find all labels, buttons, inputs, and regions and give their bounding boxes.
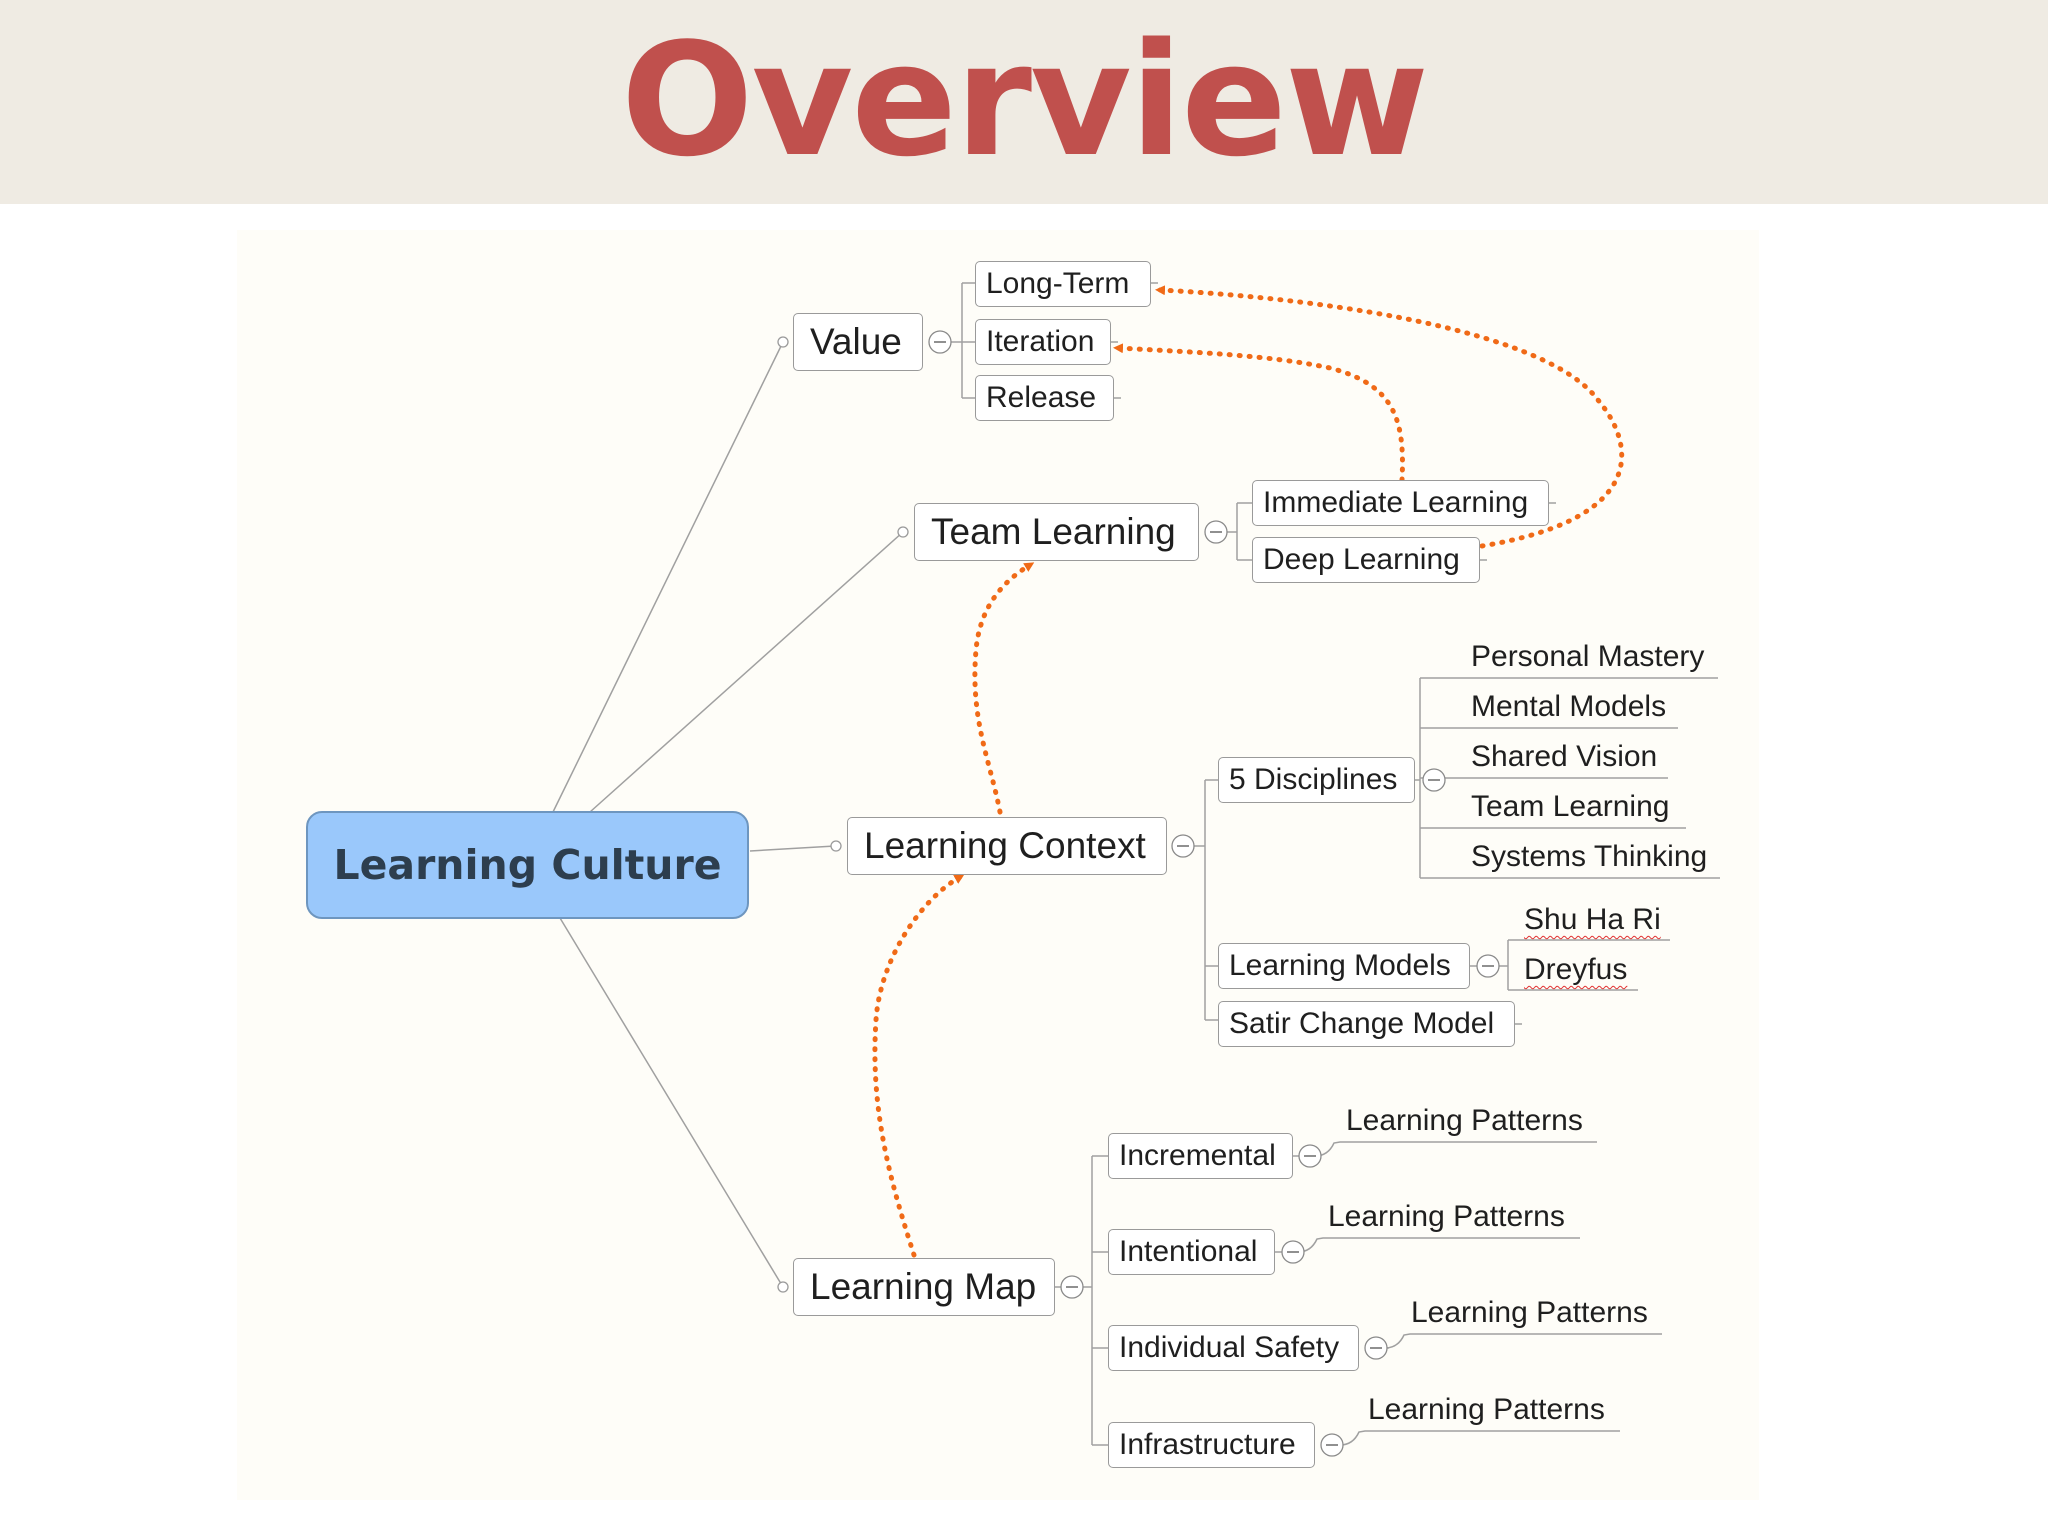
node-individual-safety[interactable]: Individual Safety: [1108, 1325, 1359, 1371]
connector-root-value: [552, 341, 784, 813]
arrow-deep-to-longterm: [1155, 285, 1625, 549]
leaf-shu-ha-ri[interactable]: Shu Ha Ri: [1524, 903, 1661, 936]
leaf-learning-patterns-intentional[interactable]: Learning Patterns: [1328, 1200, 1565, 1233]
node-5-disciplines[interactable]: 5 Disciplines: [1218, 757, 1415, 803]
leaf-learning-patterns-infrastructure[interactable]: Learning Patterns: [1368, 1393, 1605, 1426]
node-deep-learning[interactable]: Deep Learning: [1252, 537, 1480, 583]
node-value[interactable]: Value: [793, 313, 923, 371]
node-release[interactable]: Release: [975, 375, 1114, 421]
leaf-personal-mastery[interactable]: Personal Mastery: [1471, 640, 1705, 673]
node-value-label: Value: [810, 321, 902, 362]
node-team-learning[interactable]: Team Learning: [914, 503, 1199, 561]
root-node-label: Learning Culture: [333, 841, 722, 889]
node-learning-context[interactable]: Learning Context: [847, 817, 1167, 875]
node-learning-models[interactable]: Learning Models: [1218, 943, 1470, 989]
leaf-dreyfus[interactable]: Dreyfus: [1524, 953, 1628, 986]
page-title: Overview: [620, 9, 1429, 191]
connector-models-children: [1507, 939, 1670, 991]
leaf-learning-patterns-incremental[interactable]: Learning Patterns: [1346, 1104, 1583, 1137]
node-immediate-learning[interactable]: Immediate Learning: [1252, 480, 1549, 526]
connector-root-team: [589, 531, 904, 813]
leaf-shared-vision[interactable]: Shared Vision: [1471, 740, 1658, 773]
node-incremental[interactable]: Incremental: [1108, 1133, 1293, 1179]
root-node[interactable]: Learning Culture: [306, 811, 749, 919]
connector-value-children: [961, 282, 975, 399]
leaf-learning-patterns-safety[interactable]: Learning Patterns: [1411, 1296, 1648, 1329]
node-iteration[interactable]: Iteration: [975, 319, 1111, 365]
node-learning-map[interactable]: Learning Map: [793, 1258, 1055, 1316]
connector-root-context: [749, 845, 836, 852]
leaf-mental-models[interactable]: Mental Models: [1471, 690, 1667, 723]
node-long-term[interactable]: Long-Term: [975, 261, 1151, 307]
arrow-map-to-context: [872, 874, 965, 1258]
arrow-context-to-team: [972, 562, 1035, 815]
title-banner: [0, 0, 2048, 204]
leaf-systems-thinking[interactable]: Systems Thinking: [1471, 840, 1708, 873]
connector-map-children: [1091, 1155, 1108, 1446]
connector-team-children: [1236, 502, 1252, 561]
node-infrastructure[interactable]: Infrastructure: [1108, 1422, 1315, 1468]
connector-root-map: [559, 917, 784, 1288]
connector-context-children: [1204, 779, 1218, 1021]
connector-disciplines-children: [1419, 677, 1720, 879]
leaf-team-learning[interactable]: Team Learning: [1471, 790, 1670, 823]
arrow-immediate-to-iteration: [1113, 343, 1405, 483]
node-intentional[interactable]: Intentional: [1108, 1229, 1275, 1275]
node-satir-change-model[interactable]: Satir Change Model: [1218, 1001, 1515, 1047]
